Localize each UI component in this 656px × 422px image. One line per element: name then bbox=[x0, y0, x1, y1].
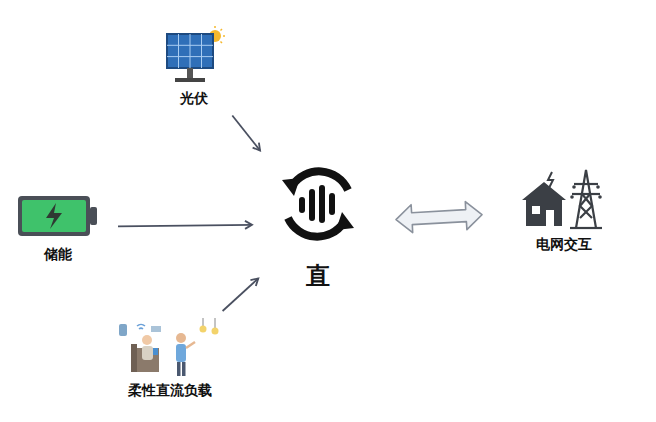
node-label: 柔性直流负载 bbox=[126, 382, 214, 400]
load-icon bbox=[115, 318, 225, 378]
node-label: 光伏 bbox=[178, 90, 210, 108]
solar-icon bbox=[159, 26, 229, 86]
flow-arrow bbox=[118, 225, 252, 227]
node-label: 电网交互 bbox=[534, 236, 594, 254]
double-arrow bbox=[396, 202, 482, 233]
grid-node: 电网交互 bbox=[508, 166, 620, 254]
load-node: 柔性直流负载 bbox=[102, 318, 238, 400]
pv-node: 光伏 bbox=[152, 26, 236, 108]
grid-icon bbox=[518, 166, 610, 232]
node-label: 直 bbox=[304, 260, 332, 292]
storage-node: 储能 bbox=[12, 190, 104, 264]
flow-arrow bbox=[223, 278, 259, 311]
converter-icon bbox=[270, 156, 366, 252]
flow-arrow bbox=[232, 116, 260, 151]
node-label: 储能 bbox=[42, 246, 74, 264]
dc-hub-node: 直 bbox=[266, 156, 370, 292]
battery-icon bbox=[16, 190, 100, 242]
